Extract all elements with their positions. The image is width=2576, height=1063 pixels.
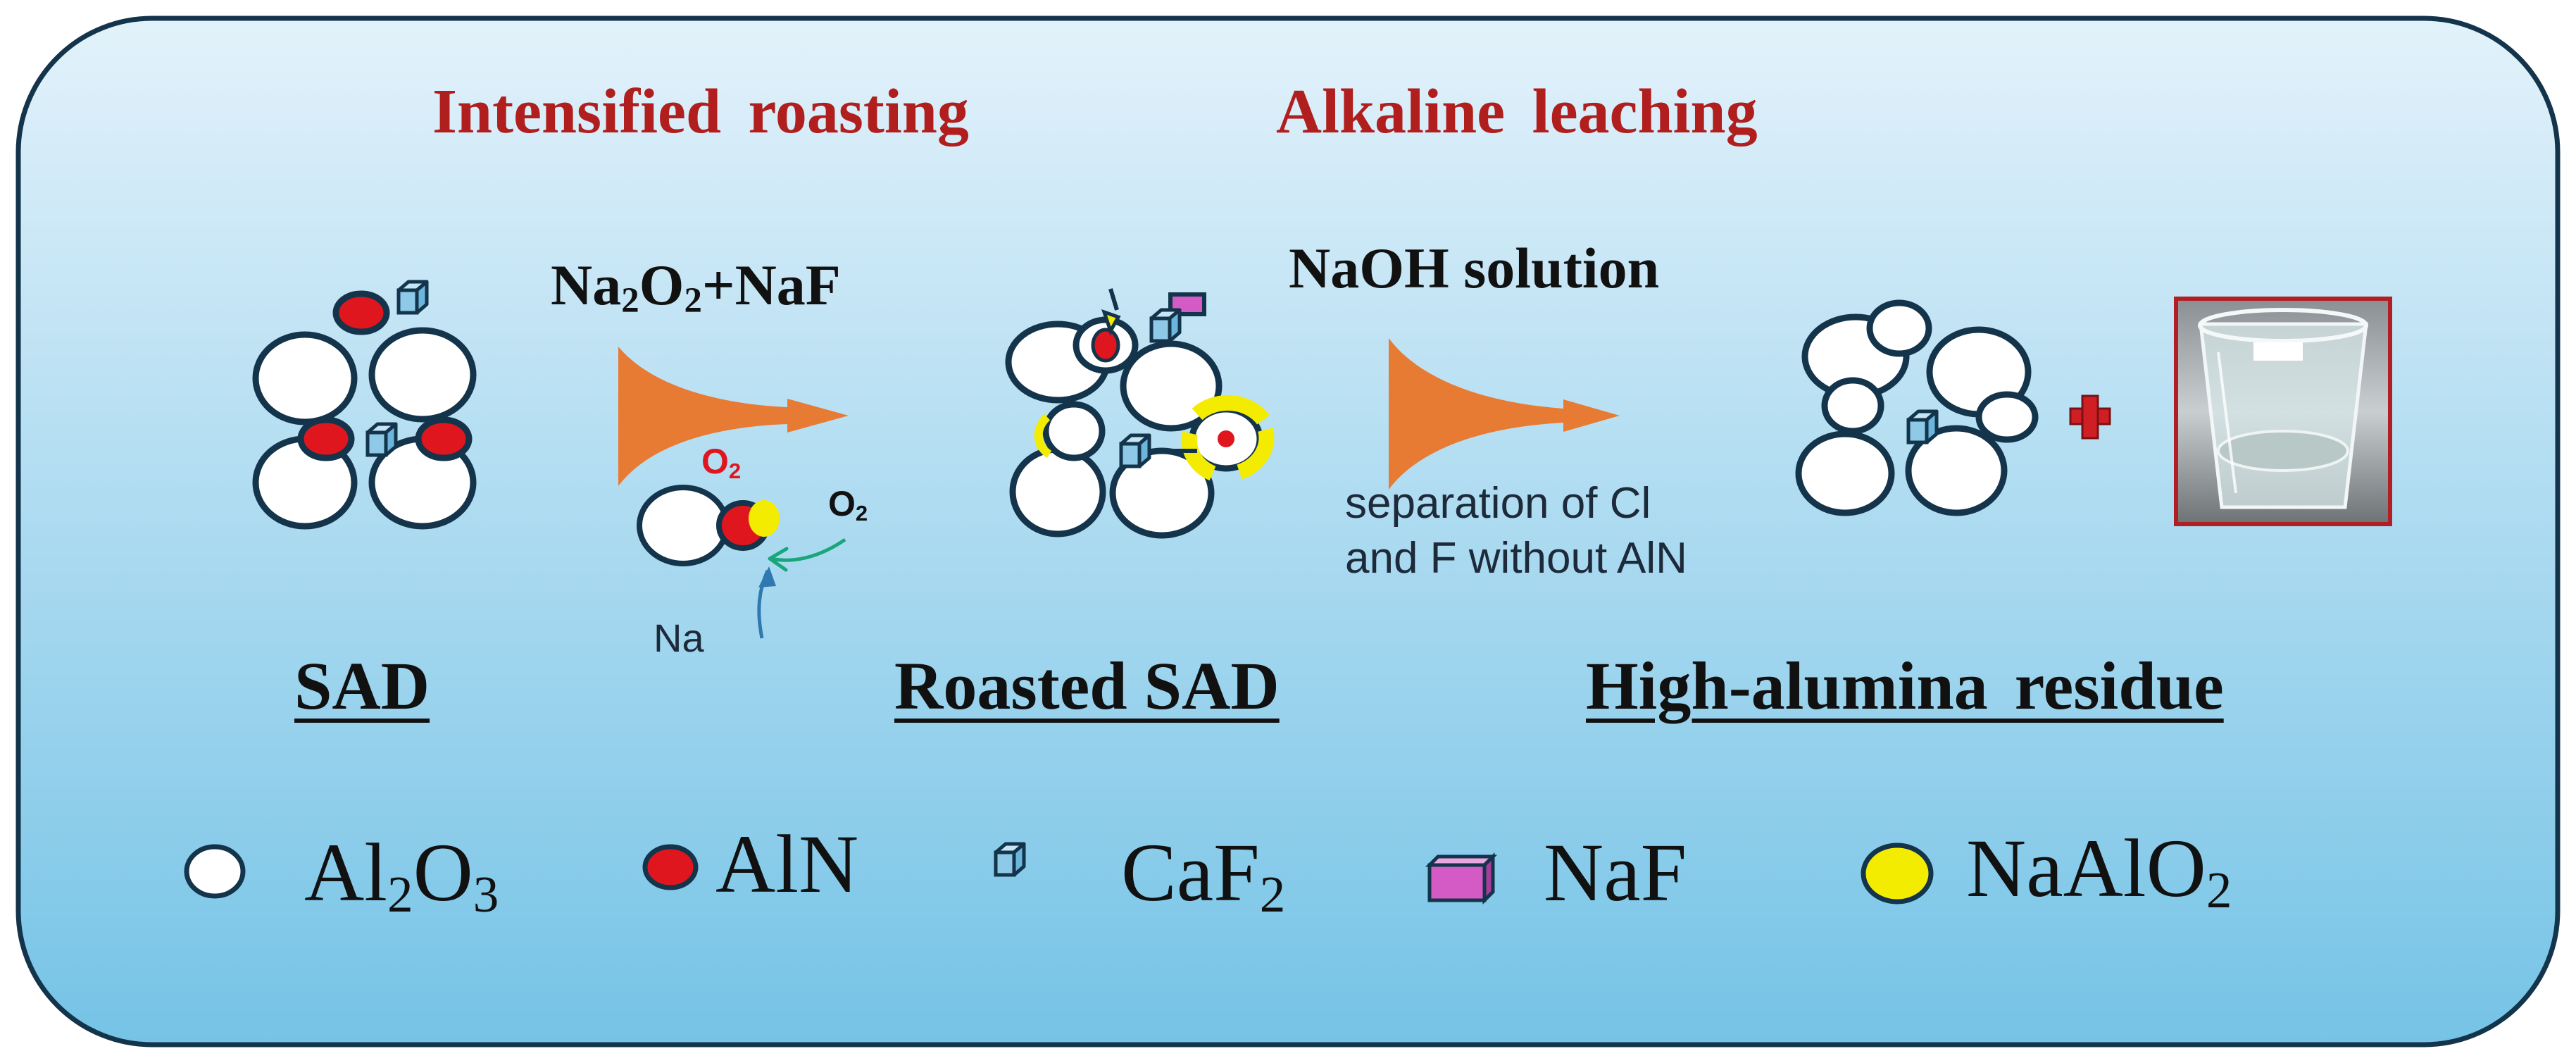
caf2-cube-icon [1908,411,1937,442]
caf2-legend-icon [996,844,1024,875]
al2o3-legend-label: Al2O3 [304,826,499,924]
roasted-sad-label: Roasted SAD [894,648,1280,723]
background-panel [15,15,2561,1048]
roasted-sad-particle-cluster [1005,316,1263,539]
caf2-cube-icon [1151,310,1180,341]
oxidation-mechanism [637,485,846,639]
caf2-cube-icon [399,282,427,313]
o2-black-label: O2 [828,484,868,526]
separation-note: separation of Cl and F without AlN [1345,479,1687,583]
sad-particle-cluster [252,290,477,530]
naf-legend-icon [1425,852,1498,905]
caf2-cube-icon [1121,435,1149,466]
plus-icon [2069,394,2111,440]
naalo2-layers [1034,288,1275,481]
leaching-reagent-label: NaOH solution [1289,236,1660,300]
roasting-reagent-label: Na2O2+NaF [551,253,841,321]
caf2-legend-label: CaF2 [1121,826,1286,924]
beaker-photo [2174,297,2392,526]
na-label: Na [654,616,704,660]
leaching-arrow [1389,338,1620,490]
alkaline-leaching-heading: Alkaline leaching [1276,77,1758,147]
high-alumina-residue-label: High-alumina residue [1586,648,2224,723]
caf2-cube-icon [368,424,396,455]
aln-legend-icon [642,844,699,890]
naf-legend-label: NaF [1544,826,1687,919]
intensified-roasting-heading: Intensified roasting [432,77,969,147]
naf-block-icon [1168,292,1206,316]
residue-particle-cluster [1795,299,2039,516]
o2-red-label: O2 [701,442,742,483]
aln-legend-label: AlN [715,818,859,910]
al2o3-legend-icon [184,844,246,899]
sad-label: SAD [294,648,430,723]
roasting-arrow [618,347,849,486]
naalo2-legend-label: NaAlO2 [1966,822,2232,919]
naalo2-legend-icon [1861,843,1934,905]
